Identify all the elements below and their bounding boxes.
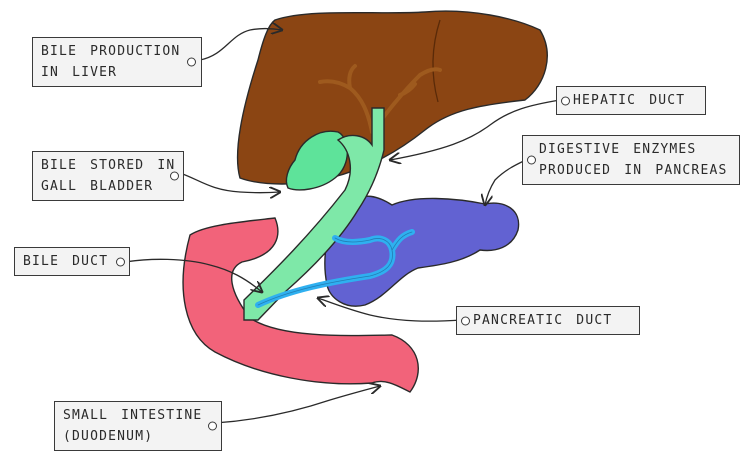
label-line: GALL BLADDER	[41, 179, 154, 194]
tag-hole	[208, 421, 217, 431]
small-intestine-shape	[182, 217, 419, 393]
label-line: (DUODENUM)	[63, 429, 154, 444]
tag-hole	[527, 155, 536, 165]
pancreas-shape	[324, 195, 520, 307]
liver-shape	[236, 10, 548, 185]
tag-hole	[116, 257, 125, 266]
label-line: BILE DUCT	[23, 254, 109, 269]
bile-duct-shape	[243, 107, 385, 321]
tag-hole	[561, 96, 570, 105]
liver-blood-vessels	[318, 64, 442, 134]
label-hepatic-duct: HEPATIC DUCT	[556, 86, 706, 115]
pointer-hepatic-duct	[390, 99, 561, 160]
label-bile-production: BILE PRODUCTION IN LIVER	[32, 37, 202, 87]
label-line: HEPATIC DUCT	[573, 93, 686, 108]
label-line: PANCREATIC DUCT	[473, 313, 613, 328]
pointer-bile-stored	[179, 172, 280, 193]
label-line: IN LIVER	[41, 65, 118, 80]
label-line: BILE STORED IN	[41, 158, 176, 173]
pointer-pancreatic-duct	[318, 298, 463, 322]
gall-bladder-shape	[285, 130, 349, 191]
tag-hole	[461, 316, 470, 325]
label-line: PRODUCED IN PANCREAS	[539, 163, 728, 178]
label-small-intestine: SMALL INTESTINE (DUODENUM)	[54, 401, 222, 451]
label-line: BILE PRODUCTION	[41, 44, 181, 59]
label-bile-stored: BILE STORED IN GALL BLADDER	[32, 151, 184, 201]
pancreatic-duct-outline	[257, 231, 413, 306]
pointer-bile-production	[199, 29, 282, 61]
liver-lobe-division	[432, 19, 441, 103]
pointer-bile-duct	[124, 258, 262, 292]
label-pancreatic-duct: PANCREATIC DUCT	[456, 306, 640, 335]
label-line: SMALL INTESTINE	[63, 408, 203, 423]
label-digestive-enzymes: DIGESTIVE ENZYMES PRODUCED IN PANCREAS	[522, 135, 740, 185]
label-bile-duct: BILE DUCT	[14, 247, 130, 276]
pointer-digestive-enzymes	[485, 157, 531, 205]
tag-hole	[170, 171, 179, 181]
label-line: DIGESTIVE ENZYMES	[539, 142, 697, 157]
tag-hole	[187, 57, 196, 67]
pointer-small-intestine	[214, 386, 380, 424]
